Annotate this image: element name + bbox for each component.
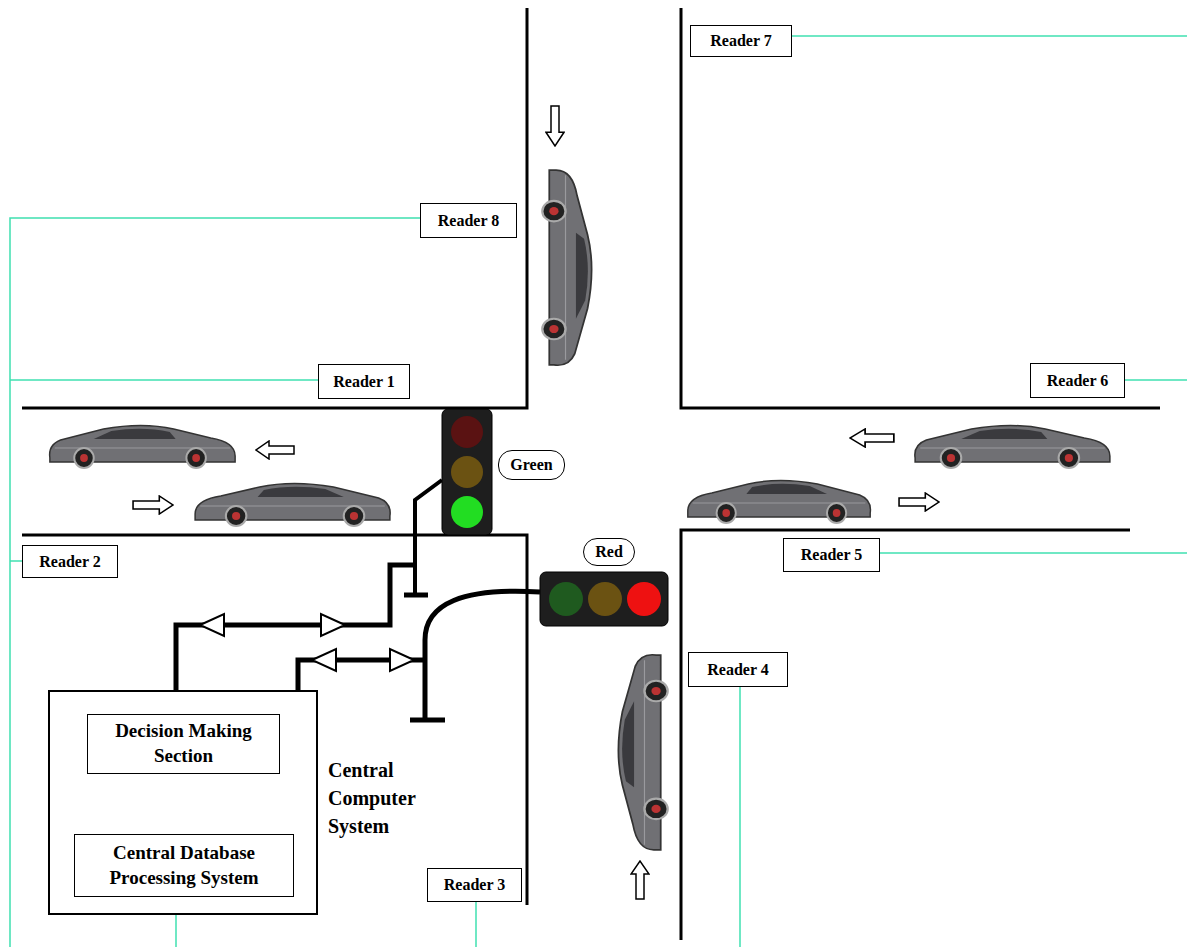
box-label: Central Database Processing System [83,841,285,890]
reader-box: Reader 6 [1030,363,1125,398]
box-label: Reader 3 [444,876,505,894]
reader-box: Reader 5 [783,538,880,572]
reader-box: Reader 8 [420,203,517,238]
system-heading: Central Computer System [328,756,448,840]
reader-wires [10,36,1187,947]
reader-box: Reader 4 [688,652,788,687]
box-label: Reader 4 [707,661,768,679]
road-edges [22,8,1160,940]
box-label: Green [510,456,552,474]
box-label: Reader 7 [710,32,771,50]
signal-label: Green [498,450,565,480]
box-label: Red [595,543,623,561]
reader-box: Reader 3 [427,868,522,902]
reader-box: Reader 7 [690,25,792,57]
signal-label: Red [583,538,635,566]
box-label: Reader 2 [39,553,100,571]
traffic-light-red [410,572,668,720]
traffic-light-green [404,409,492,595]
process-box: Central Database Processing System [74,834,294,897]
box-label: Reader 1 [333,373,394,391]
system-box: Central Computer SystemDecision Making S… [48,690,318,915]
process-box: Decision Making Section [87,714,280,774]
cars [50,170,1110,850]
box-label: Reader 8 [438,212,499,230]
reader-box: Reader 2 [22,545,118,578]
box-label: Reader 6 [1047,372,1108,390]
box-label: Reader 5 [801,546,862,564]
box-label: Decision Making Section [96,719,271,768]
reader-box: Reader 1 [318,364,410,399]
